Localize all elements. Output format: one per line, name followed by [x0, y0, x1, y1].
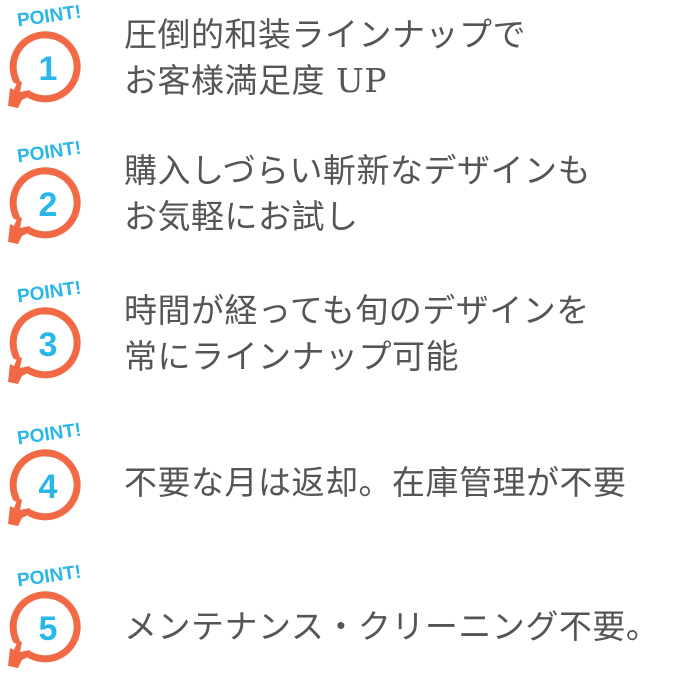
point-label: POINT! — [16, 138, 83, 168]
point-label: POINT! — [16, 420, 83, 450]
point-badge-5: POINT! 5 — [8, 562, 83, 668]
point-circle — [9, 31, 81, 103]
pointing-hand-icon — [8, 80, 30, 108]
point-text-line: 不要な月は返却。在庫管理が不要 — [124, 463, 627, 502]
pointing-hand-icon — [8, 216, 30, 244]
point-label: POINT! — [16, 278, 83, 308]
point-item-5: POINT! 5 メンテナンス・クリーニング不要。 — [0, 560, 700, 670]
point-text-1: 圧倒的和装ラインナップで お客様満足度 UP — [124, 12, 526, 104]
point-circle — [9, 307, 81, 379]
point-text-3: 時間が経っても旬のデザインを 常にラインナップ可能 — [124, 288, 590, 380]
point-label: POINT! — [16, 562, 83, 592]
point-text-line: メンテナンス・クリーニング不要。 — [124, 607, 660, 646]
pointing-hand-icon — [8, 640, 30, 668]
point-badge-4: POINT! 4 — [8, 420, 83, 526]
point-label: POINT! — [16, 2, 83, 32]
point-number: 4 — [39, 468, 58, 506]
point-item-4: POINT! 4 不要な月は返却。在庫管理が不要 — [0, 418, 700, 528]
point-item-1: POINT! 1 圧倒的和装ラインナップで お客様満足度 UP — [0, 0, 700, 110]
pointing-hand-icon — [8, 498, 30, 526]
point-number: 5 — [39, 610, 58, 648]
point-text-2: 購入しづらい斬新なデザインも お気軽にお試し — [124, 148, 591, 240]
point-text-5: メンテナンス・クリーニング不要。 — [124, 604, 659, 650]
point-circle — [9, 167, 81, 239]
point-item-3: POINT! 3 時間が経っても旬のデザインを 常にラインナップ可能 — [0, 276, 700, 386]
point-text-line: 常にラインナップ可能 — [124, 337, 459, 376]
point-number: 3 — [39, 326, 58, 364]
point-badge-3: POINT! 3 — [8, 278, 83, 384]
point-item-2: POINT! 2 購入しづらい斬新なデザインも お気軽にお試し — [0, 136, 700, 246]
point-circle — [9, 591, 81, 663]
point-text-line: お客様満足度 UP — [124, 61, 388, 100]
point-number: 2 — [39, 186, 58, 224]
point-circle — [9, 449, 81, 521]
point-text-4: 不要な月は返却。在庫管理が不要 — [124, 460, 627, 506]
point-number: 1 — [39, 50, 58, 88]
point-text-line: 圧倒的和装ラインナップで — [124, 15, 526, 54]
point-badge-2: POINT! 2 — [8, 138, 83, 244]
point-text-line: 時間が経っても旬のデザインを — [124, 291, 590, 330]
point-badge-1: POINT! 1 — [8, 2, 83, 108]
pointing-hand-icon — [8, 356, 30, 384]
point-text-line: お気軽にお試し — [124, 197, 359, 236]
point-text-line: 購入しづらい斬新なデザインも — [124, 151, 592, 190]
